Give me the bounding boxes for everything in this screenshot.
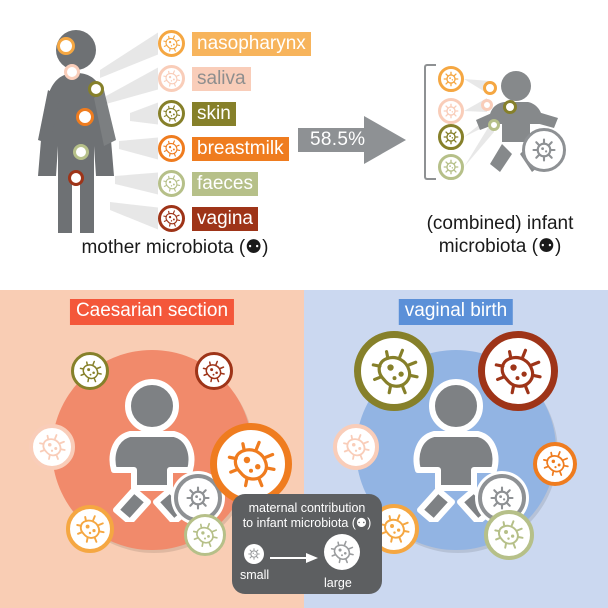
legend-large-circle <box>324 534 360 570</box>
bacteria-icon-nasopharynx <box>158 30 185 57</box>
mother-marker-nasopharynx <box>57 37 75 55</box>
bacteria-icon-faeces <box>158 170 185 197</box>
legend-small-label: small <box>240 568 270 582</box>
mother-marker-breastmilk <box>76 108 94 126</box>
orbit-caesarian-faeces <box>183 513 226 556</box>
legend-box: maternal contribution to infant microbio… <box>232 494 382 594</box>
connector-rays <box>100 32 158 230</box>
orbit-caesarian-saliva <box>29 423 76 470</box>
orbit-vaginal-faeces <box>483 509 534 560</box>
legend-large-label: large <box>324 576 352 590</box>
infant-bracket <box>424 64 436 180</box>
legend-title: maternal contribution to infant microbio… <box>232 501 382 531</box>
orbit-vaginal-vagina <box>477 331 558 412</box>
bottom-panel: Caesarian section vaginal birth maternal… <box>0 290 608 608</box>
transfer-arrow: 58.5% <box>298 116 406 164</box>
legend-title-line2: to infant microbiota (⚉) <box>242 516 372 530</box>
orbit-vaginal-breastmilk <box>533 441 578 486</box>
source-label-vagina: vagina <box>192 206 258 231</box>
infant-combined-circle-top <box>522 128 566 172</box>
source-row-nasopharynx: nasopharynx <box>158 30 311 57</box>
mother-marker-saliva <box>64 64 80 80</box>
infant-source-nasopharynx <box>438 66 464 92</box>
source-row-saliva: saliva <box>158 65 251 92</box>
panel-caesarian: Caesarian section <box>0 290 304 608</box>
source-row-skin: skin <box>158 100 236 127</box>
infant-cluster-top <box>424 62 566 180</box>
orbit-caesarian-breastmilk <box>210 422 293 505</box>
source-row-breastmilk: breastmilk <box>158 135 289 162</box>
legend-arrow-icon <box>270 550 318 563</box>
infant-source-faeces <box>438 154 464 180</box>
infant-figure-caesarian <box>90 378 214 527</box>
orbit-caesarian-vagina <box>194 352 233 391</box>
source-label-breastmilk: breastmilk <box>192 136 289 161</box>
top-panel: nasopharynx saliva skin breastmilk faeces vag… <box>0 0 608 290</box>
bacteria-icon-saliva <box>158 65 185 92</box>
bacteria-icon-vagina <box>158 205 185 232</box>
infant-marker-skin <box>503 100 517 114</box>
mother-marker-skin <box>88 81 104 97</box>
infant-marker-faeces <box>488 119 500 131</box>
mother-caption: mother microbiota (⚉) <box>60 236 290 259</box>
mother-marker-vagina <box>68 170 84 186</box>
orbit-caesarian-nasopharynx <box>66 504 115 553</box>
infant-source-skin <box>438 124 464 150</box>
orbit-vaginal-skin <box>354 331 435 412</box>
mother-marker-faeces <box>73 144 89 160</box>
source-label-nasopharynx: nasopharynx <box>192 31 311 56</box>
mother-caption-text: mother microbiota (⚉) <box>81 237 269 258</box>
legend-title-line1: maternal contribution <box>248 501 366 515</box>
orbit-caesarian-skin <box>71 352 110 391</box>
source-label-saliva: saliva <box>192 66 251 91</box>
source-label-faeces: faeces <box>192 171 258 196</box>
infant-marker-saliva <box>481 99 493 111</box>
source-label-skin: skin <box>192 101 236 126</box>
mother-figure <box>38 30 116 233</box>
orbit-vaginal-saliva <box>333 423 380 470</box>
panel-title-vaginal: vaginal birth <box>398 299 514 325</box>
infant-caption-line2: microbiota (⚉) <box>438 236 562 257</box>
infant-caption-line1: (combined) infant <box>426 213 574 234</box>
infant-marker-nasopharynx <box>483 81 497 95</box>
legend-small-circle <box>244 544 264 564</box>
bacteria-icon-skin <box>158 100 185 127</box>
panel-title-caesarian: Caesarian section <box>69 299 235 325</box>
bacteria-icon-breastmilk <box>158 135 185 162</box>
transfer-percent-label: 58.5% <box>310 129 366 150</box>
source-row-faeces: faeces <box>158 170 258 197</box>
infant-caption: (combined) infant microbiota (⚉) <box>400 212 600 258</box>
infant-source-saliva <box>438 98 464 124</box>
source-row-vagina: vagina <box>158 205 258 232</box>
